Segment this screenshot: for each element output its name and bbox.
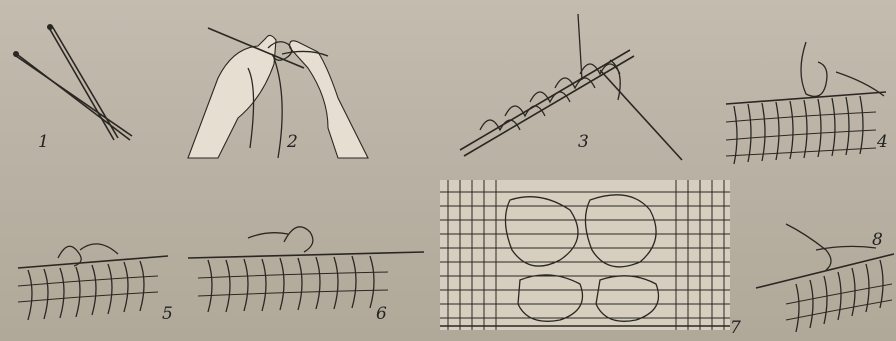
cast-on-loops-icon xyxy=(450,10,690,170)
figure-7 xyxy=(440,180,732,332)
figure-6 xyxy=(188,212,428,322)
purl-row-icon xyxy=(188,212,428,322)
figure-5 xyxy=(18,228,178,328)
figure-5-number: 5 xyxy=(162,304,173,324)
figure-2 xyxy=(178,8,378,168)
hands-casting-on-icon xyxy=(178,8,378,168)
figure-4-number: 4 xyxy=(877,132,888,152)
figure-7-number: 7 xyxy=(730,318,741,338)
figure-3 xyxy=(450,10,690,170)
lace-pattern-icon xyxy=(440,180,732,332)
figure-2-number: 2 xyxy=(287,132,298,152)
figure-4 xyxy=(726,32,896,172)
knitting-needles-icon xyxy=(10,22,140,142)
knit-stitch-icon xyxy=(726,32,896,172)
figure-8-number: 8 xyxy=(872,230,883,250)
figure-1 xyxy=(10,22,140,142)
figure-6-number: 6 xyxy=(376,304,387,324)
knit-row-icon xyxy=(18,228,178,328)
figure-1-number: 1 xyxy=(38,132,49,152)
figure-3-number: 3 xyxy=(578,132,589,152)
